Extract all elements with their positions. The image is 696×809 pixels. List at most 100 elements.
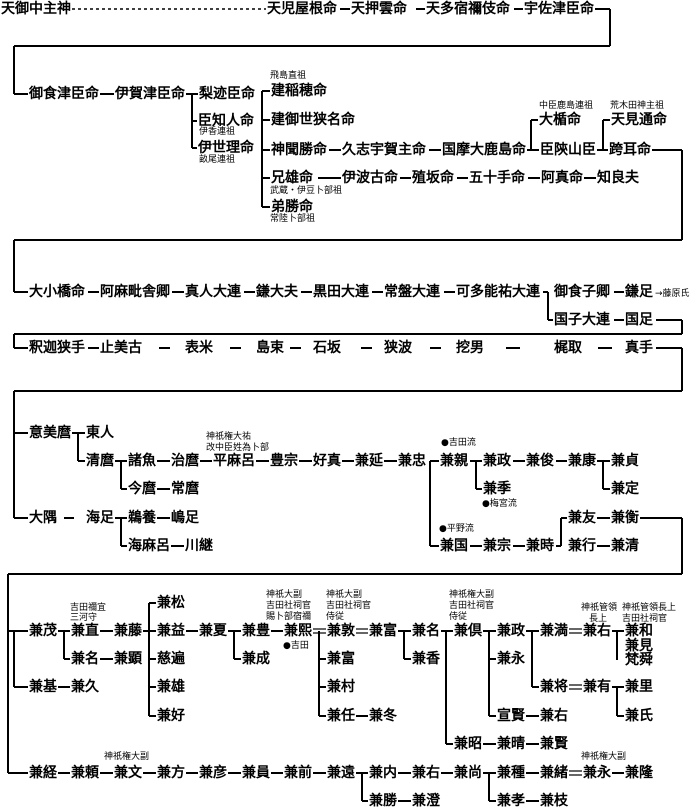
- note-yoshida-shashi-2: 吉田社祠官: [326, 601, 372, 611]
- note-jingi-taiyu: 神祇権大祐: [206, 432, 252, 442]
- name-amenooshikumo: 天押雲命: [350, 1, 408, 17]
- name-kanematsu: 兼松: [156, 595, 186, 611]
- name-kanenatsu: 兼夏: [198, 623, 228, 639]
- name-oonohashi: 大小橋命: [28, 284, 86, 300]
- name-iwasaka: 石坂: [312, 340, 342, 356]
- name-mate: 真手: [624, 340, 654, 356]
- note-yoshida-shashi-1: 吉田社祠官: [266, 601, 312, 611]
- name-amenotanekoyane: 天多宿禰伎命: [425, 1, 511, 17]
- name-kanetsune: 兼経: [28, 765, 58, 781]
- name-shimatari: 嶋足: [170, 510, 200, 526]
- note-musashi: 武蔵・伊豆卜部祖: [270, 186, 343, 196]
- name-kawatsugu: 川継: [184, 538, 214, 554]
- name-kaneka: 兼香: [411, 651, 441, 667]
- note-araki: 荒木田神主祖: [610, 101, 665, 111]
- name-kanemasa-2: 兼政: [496, 623, 526, 639]
- name-kanechika: 兼親: [439, 453, 469, 469]
- name-amenominakanushi: 天御中主神: [0, 1, 72, 17]
- name-kaneo: 兼雄: [156, 679, 186, 695]
- name-isode: 五十手命: [468, 170, 526, 186]
- note-kanryo: 神祇管領: [581, 603, 618, 613]
- name-kanetoki: 兼時: [525, 538, 555, 554]
- name-ikatsuomi: 伊賀津臣命: [114, 86, 186, 102]
- name-oosumi: 大隅: [28, 510, 58, 526]
- name-omimaro: 意美麿: [28, 425, 72, 441]
- name-kaneaki-2: 兼昭: [453, 736, 483, 752]
- name-kaneyasu: 兼康: [567, 453, 597, 469]
- name-kushiugamushi: 久志宇賀主命: [341, 142, 427, 158]
- name-takemiyosana: 建御世狭名命: [270, 112, 356, 128]
- name-kanefumi: 兼文: [113, 765, 143, 781]
- name-kanena-2: 兼名: [70, 651, 100, 667]
- name-kanemi: 兼見: [624, 638, 654, 654]
- name-kaneyuki: 兼行: [567, 538, 597, 554]
- name-kanenaga: 兼永: [496, 651, 526, 667]
- name-eo: 兄雄命: [270, 170, 314, 186]
- name-kamikikatsu: 神聞勝命: [270, 142, 328, 158]
- name-kunisuooukashima: 国摩大鹿島命: [441, 142, 527, 158]
- name-kanena: 兼名: [411, 623, 441, 639]
- name-kanemasa-3: 兼将: [539, 679, 569, 695]
- name-kamatafu: 鎌大夫: [255, 284, 299, 300]
- note-ikanomuraji: 伊香連祖: [199, 127, 236, 137]
- note-gon-taifuku: 神祇権大副: [449, 590, 495, 600]
- name-kaneeda: 兼枝: [539, 793, 569, 809]
- name-kanekata: 兼賢: [539, 736, 569, 752]
- name-kanehisa: 兼久: [70, 679, 100, 695]
- name-kanetou: 兼任: [326, 708, 356, 724]
- name-kanemitsu: 兼満: [539, 623, 569, 639]
- name-kanesato: 兼里: [624, 679, 654, 695]
- name-kuniko: 国子大連: [553, 312, 611, 328]
- name-kanenao: 兼直: [70, 623, 100, 639]
- name-kanekatsu: 兼勝: [368, 793, 398, 809]
- name-nashitooomi: 梨迹臣命: [198, 86, 256, 102]
- name-uwame: 表米: [184, 340, 214, 356]
- note-mikawa: 三河守: [70, 613, 98, 623]
- name-tokiwa: 常盤大連: [383, 284, 441, 300]
- note-fujiwara: →藤原氏: [655, 289, 690, 299]
- note-jiju-2: 侍従: [449, 612, 468, 622]
- note-hitachi: 常陸卜部祖: [270, 214, 316, 224]
- name-bonshun: 梵舜: [624, 652, 654, 668]
- note-kaisei: 改中臣姓為卜部: [206, 443, 270, 453]
- name-toyomune: 豊宗: [269, 453, 299, 469]
- name-kamatari: 鎌足: [624, 284, 654, 300]
- name-kanenari: 兼成: [241, 651, 271, 667]
- name-kiyomaro: 清麿: [85, 453, 115, 469]
- name-kanemura: 兼村: [326, 679, 356, 695]
- name-kanetane: 兼種: [496, 765, 526, 781]
- name-kanekata-2: 兼方: [156, 765, 186, 781]
- name-moroo: 諸魚: [127, 453, 157, 469]
- name-kanefuji: 兼藤: [113, 623, 143, 639]
- name-kanekazu: 兼和: [624, 623, 654, 639]
- name-hiramaro: 平麻呂: [212, 453, 256, 469]
- name-kanetaka: 兼隆: [624, 765, 654, 781]
- name-kaneatsu: 兼敦: [326, 623, 356, 639]
- name-ihako: 伊波古命: [341, 170, 399, 186]
- name-kaneyori: 兼頼: [70, 765, 100, 781]
- note-yoshida-shashi-3: 吉田社祠官: [449, 601, 495, 611]
- name-ehisaka: 殖坂命: [411, 170, 455, 186]
- name-kanetaka-2: 兼孝: [496, 793, 526, 809]
- name-kanesue: 兼季: [482, 481, 512, 497]
- name-chirabu: 知良夫: [596, 170, 640, 186]
- note-yoshida-mark: ●吉田: [283, 641, 309, 651]
- name-kanetomo-2: 兼倶: [453, 623, 483, 639]
- name-kanehira: 兼衡: [610, 510, 640, 526]
- name-shakasate: 釈迦狭手: [28, 340, 86, 356]
- name-mahito: 真人大連: [184, 284, 242, 300]
- name-mikeko: 御食子卿: [553, 284, 611, 300]
- name-tsunemaro: 常麿: [170, 481, 200, 497]
- name-nobukata: 宣賢: [496, 708, 526, 724]
- note-hida: 飛島直祖: [270, 71, 307, 81]
- name-kaneshige: 兼茂: [28, 623, 58, 639]
- note-yoshida-ryu: ●吉田流: [441, 438, 476, 448]
- name-imamaro: 今麿: [127, 481, 157, 497]
- name-kanetoshi: 兼俊: [525, 453, 555, 469]
- name-azumahito: 東人: [85, 425, 115, 441]
- note-umenomiya-ryu: ●梅宮流: [482, 499, 517, 509]
- name-kanemune: 兼宗: [482, 538, 512, 554]
- note-kanryo-full: 神祇管領長上: [622, 603, 677, 613]
- name-harumaro: 治麿: [170, 453, 200, 469]
- note-kanryo-cho: 長上: [589, 614, 608, 624]
